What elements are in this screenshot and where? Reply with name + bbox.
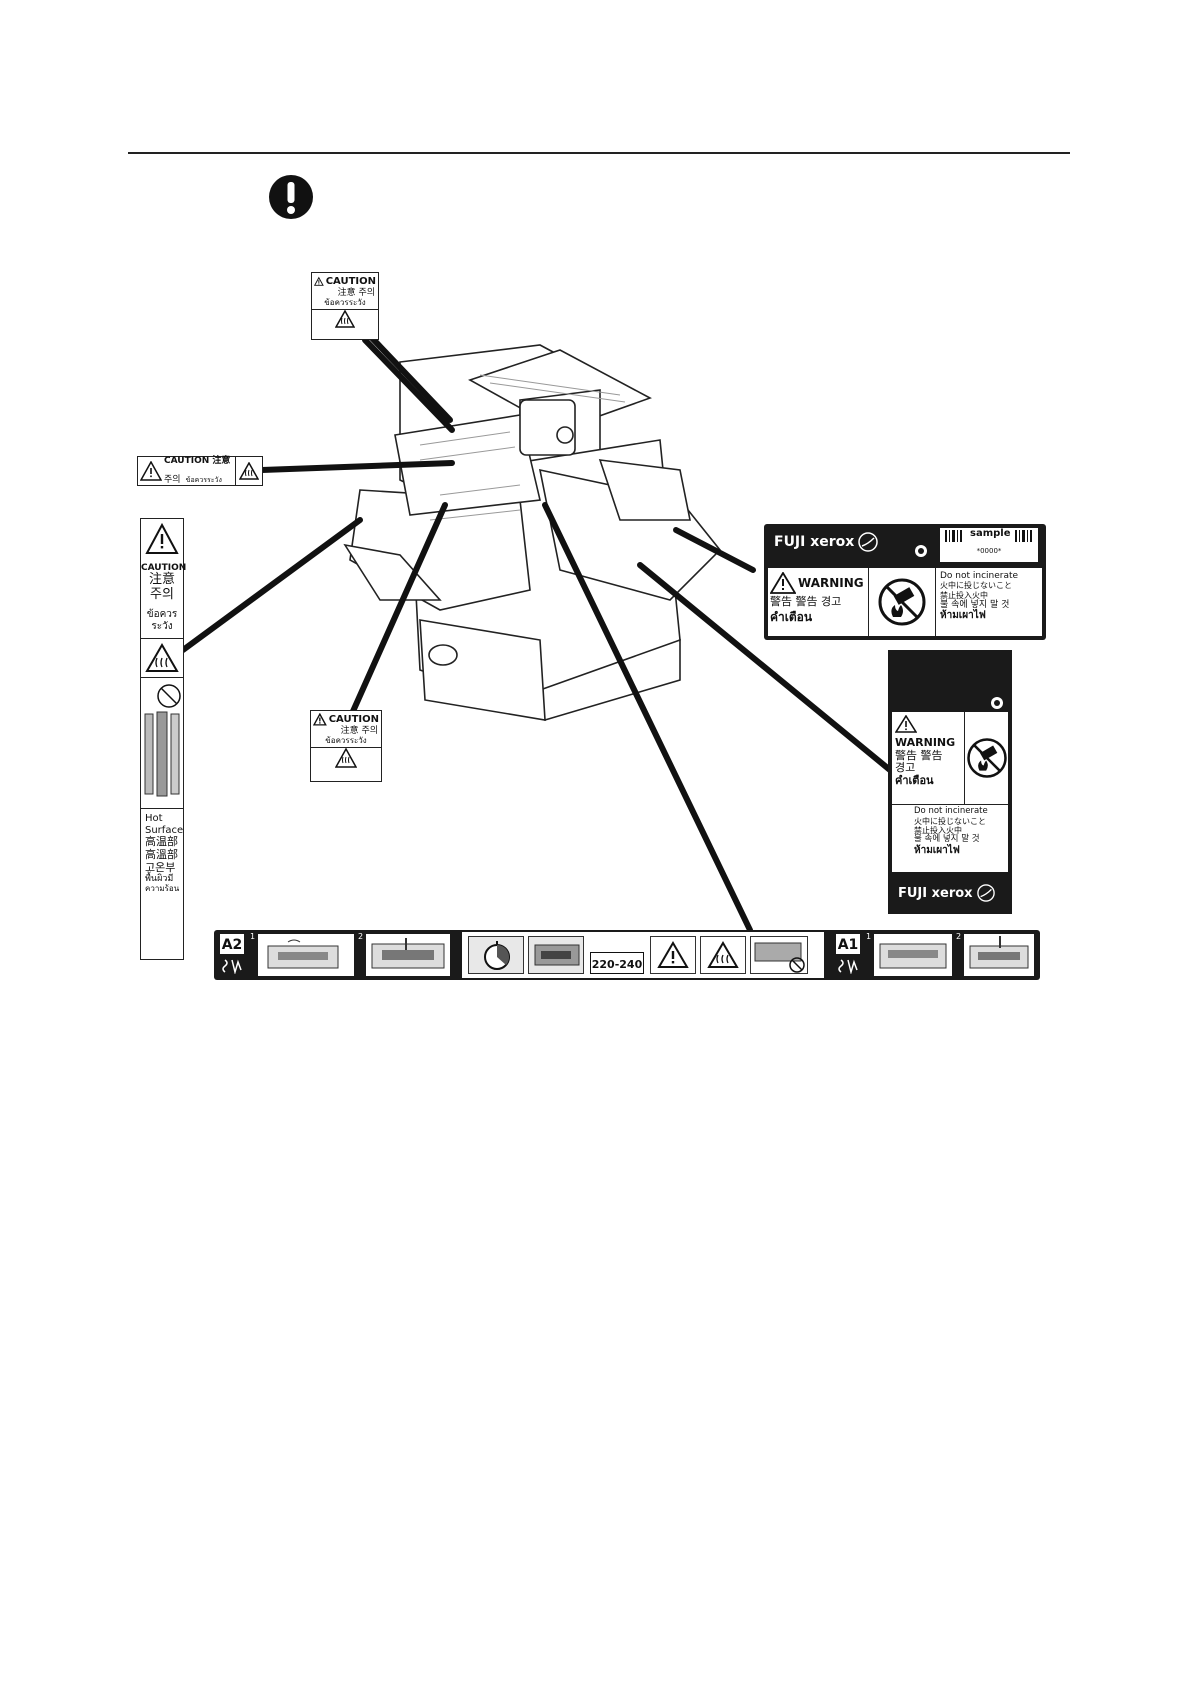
step-number: 2 — [358, 932, 364, 941]
hot-th-1: พื้นผิวมี — [145, 874, 174, 885]
warning-triangle-icon — [313, 713, 327, 726]
exclamation-circle-icon — [268, 174, 314, 220]
warning-line-2: 火中に投じないこと — [940, 581, 1012, 591]
caution-cjk: 注意 주의 — [337, 288, 375, 298]
hot-surface-icon — [235, 457, 262, 485]
caution-cjk: 注意 주의 — [340, 726, 378, 736]
warning-title: WARNING — [798, 576, 864, 590]
caution-thai-1: ข้อควร — [146, 609, 178, 621]
warning-line-1: Do not incinerate — [940, 571, 1019, 581]
hot-surface-icon — [312, 309, 378, 332]
caution-label-top: CAUTION 注意 주의 ข้อควรระวัง — [311, 272, 379, 340]
step-number: 1 — [250, 932, 256, 941]
warning-line-5: ห้ามเผาไฟ — [914, 844, 960, 856]
warning-line-4: 불 속에 넣지 말 것 — [914, 834, 980, 845]
caution-label-vertical: CAUTION 注意 주의 ข้อควร ระวัง Hot Surface 高… — [140, 518, 187, 960]
warning-line-4: 불 속에 넣지 말 것 — [940, 599, 1010, 610]
step-number: 1 — [866, 932, 872, 941]
caution-thai: ข้อควรระวัง — [185, 475, 222, 484]
step-illustration — [964, 934, 1034, 976]
hot-zh-1: 高温部 — [145, 835, 178, 849]
hot-th-2: ความร้อน — [145, 884, 180, 894]
warning-label-vertical: WARNING 警告 警告 경고 คำเตือน Do not incinera… — [888, 650, 1012, 914]
warning-triangle-icon — [894, 714, 918, 733]
tool-wire-icon — [838, 959, 858, 974]
caution-ko: 주의 — [164, 474, 181, 485]
warning-cjk-1: 警告 警告 — [895, 748, 943, 762]
a2-label: A2 — [221, 937, 243, 953]
caution-label-left: CAUTION 注意 주의 ข้อควรระวัง — [137, 456, 263, 486]
no-fire-icon — [869, 568, 936, 636]
hot-surface-icon — [700, 936, 746, 974]
step-illustration — [366, 934, 450, 976]
fuser-area — [394, 414, 541, 516]
tool-wire-icon — [222, 959, 242, 974]
caution-thai: ข้อควรระวัง — [312, 298, 378, 310]
barcode-icon — [945, 530, 1032, 542]
recycle-mark-icon — [915, 545, 927, 557]
caution-zh: 注意 — [148, 572, 175, 588]
warning-line-5: ห้ามเผาไฟ — [940, 610, 986, 622]
fuser-illustration — [141, 677, 183, 808]
step-illustration — [874, 934, 952, 976]
brand-logo: FUJI xerox — [898, 885, 973, 901]
warning-thai: คำเตือน — [770, 609, 813, 624]
step-illustration — [528, 936, 584, 974]
caution-en: CAUTION — [325, 276, 376, 287]
warning-triangle-icon — [650, 936, 696, 974]
caution-thai: ข้อควรระวัง — [311, 736, 381, 748]
warning-label-horizontal: FUJI xerox sample *0000* WARNING 警告 警告 경… — [764, 524, 1046, 640]
warning-title: WARNING — [895, 736, 956, 749]
sample-text: sample — [968, 528, 1013, 539]
warning-triangle-icon — [770, 572, 796, 594]
caution-thai-2: ระวัง — [151, 620, 173, 632]
warning-triangle-icon — [145, 522, 179, 554]
step-number: 2 — [956, 932, 962, 941]
step-illustration — [750, 936, 808, 974]
voltage-label: 220-240 — [591, 958, 643, 971]
timer-icon — [468, 936, 524, 974]
warning-line-3: 禁止投入火中 — [940, 590, 988, 600]
no-fire-icon — [965, 712, 1008, 804]
xerox-globe-icon — [976, 884, 995, 902]
hot-surface-icon — [311, 746, 381, 772]
paper-trays — [419, 619, 546, 721]
warning-line-2: 火中に投じないこと — [914, 816, 986, 826]
step-illustration — [258, 934, 354, 976]
warning-cjk: 警告 警告 경고 — [770, 595, 842, 608]
caster — [428, 644, 458, 666]
brand-logo: FUJI xerox — [774, 534, 855, 550]
hot-en-1: Hot — [145, 813, 163, 825]
recycle-mark-icon — [991, 697, 1003, 709]
hot-en-2: Surface — [145, 824, 184, 836]
hot-ko: 고온부 — [145, 860, 176, 874]
xerox-globe-icon — [858, 532, 879, 552]
header-rule — [128, 152, 1070, 154]
caution-en: CAUTION — [141, 563, 187, 573]
warning-thai: คำเตือน — [895, 773, 934, 787]
barcode-sample: sample *0000* — [940, 528, 1038, 562]
caution-ko: 주의 — [150, 587, 174, 603]
caution-label-mid: CAUTION 注意 주의 ข้อควรระวัง — [310, 710, 382, 782]
hot-surface-icon — [141, 638, 183, 677]
a1-label: A1 — [837, 937, 859, 953]
pointer-lines — [180, 335, 893, 933]
barcode-code: *0000* — [976, 547, 1002, 555]
bottom-instruction-strip: A2 1 2 220-240 A1 1 2 — [214, 930, 1040, 980]
warning-triangle-icon — [314, 276, 324, 286]
caution-en: CAUTION — [328, 714, 379, 725]
warning-line-3: 禁止投入火中 — [914, 825, 962, 835]
warning-line-1: Do not incinerate — [914, 806, 988, 816]
hot-zh-2: 高溫部 — [145, 847, 178, 861]
warning-cjk-2: 경고 — [895, 761, 916, 775]
caution-en: CAUTION 注意 — [164, 456, 231, 467]
warning-triangle-icon — [140, 461, 162, 481]
